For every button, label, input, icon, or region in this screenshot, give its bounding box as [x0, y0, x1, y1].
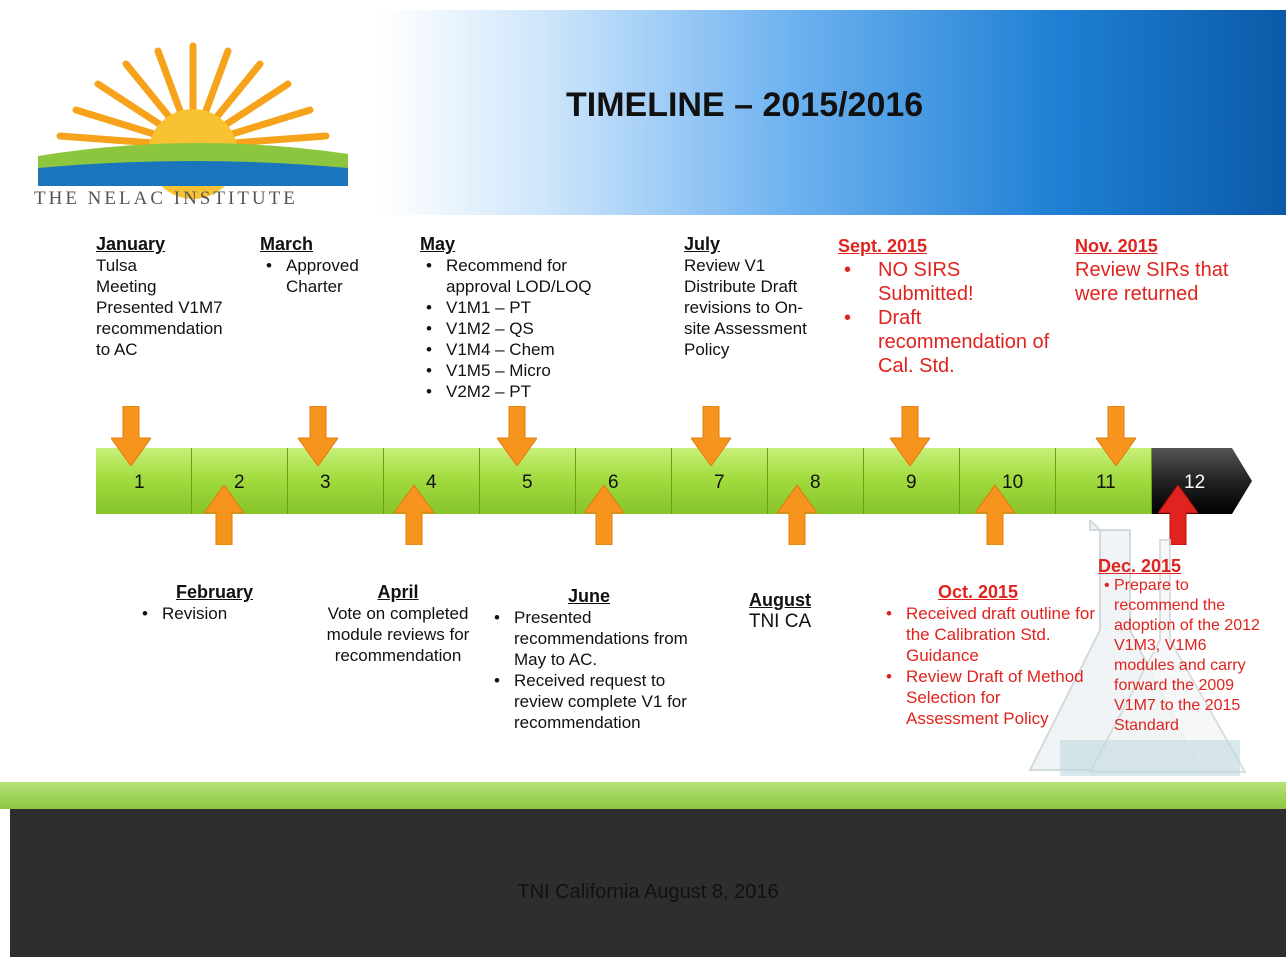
text-line: Policy [684, 340, 730, 359]
timeline-cell: 2 [192, 448, 288, 514]
arrow-up-icon [777, 485, 817, 545]
timeline-cell: 11 [1056, 448, 1152, 514]
month-heading: July [684, 234, 721, 254]
bullet-item: Presented recommendations from May to AC… [488, 607, 698, 670]
text-line: were returned [1075, 283, 1199, 305]
text-line: Vote on completed [327, 604, 469, 623]
text-line: Review SIRs that [1075, 259, 1229, 281]
bullet-item: Draft recommendation of Cal. Std. [838, 306, 1058, 378]
text-line: to AC [96, 340, 138, 359]
footer: TNI California August 8, 2016 [10, 809, 1286, 957]
text-line: Distribute Draft [684, 277, 798, 296]
month-july: July Review V1 Distribute Draft revision… [684, 234, 834, 360]
cell-number: 11 [1096, 472, 1116, 493]
text-line: Presented V1M7 [96, 298, 223, 317]
cell-number: 5 [522, 472, 533, 493]
cell-number: 3 [320, 472, 331, 493]
month-heading: January [96, 234, 166, 254]
arrow-up-icon [584, 485, 624, 545]
bullet-item: V1M4 – Chem [420, 339, 630, 360]
cell-number: 12 [1184, 472, 1206, 493]
text-line: revisions to On- [684, 298, 804, 317]
text-line: recommendation [96, 319, 223, 338]
arrow-down-icon [1096, 406, 1136, 466]
arrow-up-icon [394, 485, 434, 545]
cell-number: 10 [1002, 472, 1024, 493]
text-line: recommendation [334, 646, 462, 665]
timeline-bar: 1 2 3 4 5 6 7 8 9 10 11 [96, 448, 1152, 514]
timeline-cell: 5 [480, 448, 576, 514]
month-oct-2015: Oct. 2015 Received draft outline for the… [880, 582, 1095, 729]
cell-number: 2 [234, 472, 245, 493]
footer-text: TNI California August 8, 2016 [517, 881, 779, 903]
month-march: March Approved Charter [260, 234, 390, 297]
arrow-up-icon [204, 485, 244, 545]
cell-number: 1 [134, 472, 145, 493]
bullet-item: Revision [136, 603, 286, 624]
month-sept-2015: Sept. 2015 NO SIRS Submitted! Draft reco… [838, 234, 1058, 378]
month-january: January Tulsa Meeting Presented V1M7 rec… [96, 234, 256, 360]
month-august: August TNI CA [720, 590, 840, 632]
month-heading: June [568, 586, 611, 606]
bullet-item: V2M2 – PT [420, 381, 630, 402]
bullet-item: Approved Charter [260, 255, 390, 297]
cell-number: 7 [714, 472, 725, 493]
bullet-item: Review Draft of Method Selection for Ass… [880, 666, 1095, 729]
arrow-down-icon [298, 406, 338, 466]
text-line: Tulsa [96, 256, 137, 275]
timeline-cell: 3 [288, 448, 384, 514]
month-heading: April [377, 582, 419, 602]
bullet-item: V1M2 – QS [420, 318, 630, 339]
month-june: June Presented recommendations from May … [488, 586, 698, 733]
month-heading: August [749, 590, 811, 610]
month-heading: March [260, 234, 314, 254]
footer-green-band [0, 782, 1286, 809]
bullet-item: Recommend for approval LOD/LOQ [420, 255, 630, 297]
month-nov-2015: Nov. 2015 Review SIRs that were returned [1075, 234, 1275, 306]
text-line: Review V1 [684, 256, 766, 275]
month-february: February Revision [136, 582, 286, 624]
month-heading: Oct. 2015 [938, 582, 1019, 602]
month-heading: Dec. 2015 [1098, 556, 1182, 576]
month-april: April Vote on completed module reviews f… [308, 582, 488, 666]
red-arrow-up-icon [1158, 485, 1198, 545]
month-heading: May [420, 234, 456, 254]
cell-number: 8 [810, 472, 821, 493]
text-line: Meeting [96, 277, 157, 296]
text-line: module reviews for [326, 625, 470, 644]
logo-text: THE NELAC INSTITUTE [34, 188, 298, 209]
page-title: TIMELINE – 2015/2016 [566, 86, 924, 124]
timeline-cell: 7 [672, 448, 768, 514]
bullet-item: V1M5 – Micro [420, 360, 630, 381]
month-dec-2015: Dec. 2015 Prepare to recommend the adopt… [1098, 556, 1268, 736]
header-banner [380, 10, 1286, 215]
month-may: May Recommend for approval LOD/LOQ V1M1 … [420, 234, 630, 402]
bullet-item: NO SIRS Submitted! [838, 258, 1058, 306]
timeline-cell: 1 [96, 448, 192, 514]
bullet-item: Prepare to recommend the adoption of the… [1098, 576, 1268, 736]
month-heading: February [176, 582, 254, 602]
nelac-sun-logo [38, 42, 348, 199]
bullet-item: Received draft outline for the Calibrati… [880, 603, 1095, 666]
cell-number: 4 [426, 472, 437, 493]
cell-number: 6 [608, 472, 619, 493]
bullet-item: V1M1 – PT [420, 297, 630, 318]
bullet-item: Received request to review complete V1 f… [488, 670, 698, 733]
timeline-cell: 4 [384, 448, 480, 514]
text-line: site Assessment [684, 319, 807, 338]
month-heading: Nov. 2015 [1075, 236, 1158, 256]
text-line: TNI CA [748, 611, 812, 632]
arrow-down-icon [691, 406, 731, 466]
cell-number: 9 [906, 472, 917, 493]
arrow-down-icon [111, 406, 151, 466]
month-heading: Sept. 2015 [838, 236, 928, 256]
arrow-down-icon [890, 406, 930, 466]
arrow-up-icon [975, 485, 1015, 545]
arrow-down-icon [497, 406, 537, 466]
